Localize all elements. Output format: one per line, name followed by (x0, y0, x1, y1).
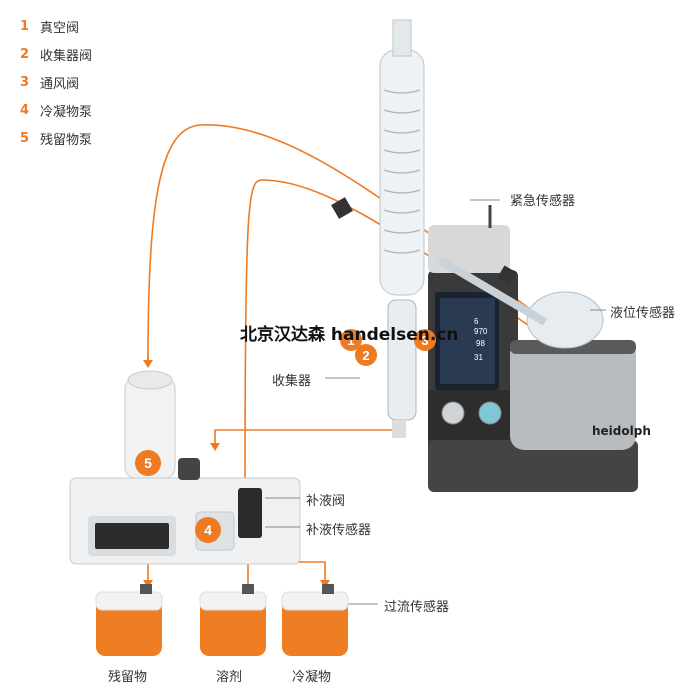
collector-label: 收集器 (272, 374, 312, 389)
solvent-container-top (199, 591, 267, 611)
brand-logo-text: heidolph (592, 424, 651, 438)
legend-number: 4 (20, 102, 30, 118)
solvent-container-cap (242, 584, 254, 594)
containers (95, 584, 349, 656)
collector-outlet (392, 420, 406, 438)
legend-number: 3 (20, 74, 30, 90)
refill-sensor-label: 补液传感器 (306, 523, 372, 538)
legend-item: 3 通风阀 (20, 68, 92, 96)
pump-valve-knob (178, 458, 200, 480)
legend-label: 真空阀 (40, 20, 80, 36)
valve-3-number: 3 (421, 333, 428, 348)
display-value-4: 31 (474, 353, 483, 362)
right-knob-icon (478, 401, 502, 425)
display-readouts: 6 970 98 31 (474, 317, 488, 362)
watermark: 北京汉达森 handelsen.cn (240, 325, 459, 345)
valve-1-number: 1 (347, 333, 354, 348)
legend-item: 5 残留物泵 (20, 124, 92, 152)
pump-display (95, 523, 169, 549)
emergency-sensor-label: 紧急传感器 (510, 194, 576, 209)
tube-clamp-right (497, 265, 517, 285)
residue-container-body (96, 598, 162, 656)
pump-4-number: 4 (204, 522, 212, 538)
collector-glass (387, 299, 417, 421)
level-sensor-label: 液位传感器 (610, 306, 676, 321)
condenser-coil (383, 89, 421, 254)
valve-2-badge (355, 344, 377, 366)
pump-4-badge (195, 517, 221, 543)
residue-label: 残留物 (108, 670, 148, 685)
tube-clamp-left (331, 197, 353, 219)
solvent-container (199, 584, 267, 656)
control-display-screen (440, 298, 495, 384)
legend-item: 4 冷凝物泵 (20, 96, 92, 124)
display-value-1: 6 (474, 317, 479, 326)
vapor-duct (437, 256, 548, 326)
legend-number: 5 (20, 130, 30, 146)
legend-label: 收集器阀 (40, 48, 93, 64)
evaporation-flask (526, 291, 604, 349)
pump-unit (69, 370, 301, 565)
legend-label: 通风阀 (40, 76, 80, 92)
residue-pump-cap (127, 370, 173, 390)
residue-container (95, 584, 163, 656)
valve-3-badge (414, 329, 436, 351)
callout-leaders (265, 199, 606, 605)
solvent-label: 溶剂 (216, 670, 243, 685)
condensate-container-top (281, 591, 349, 611)
pump-5-badge (135, 450, 161, 476)
pump-5-number: 5 (144, 455, 152, 471)
legend-label: 冷凝物泵 (40, 104, 93, 120)
display-value-2: 970 (474, 327, 488, 336)
legend-item: 2 收集器阀 (20, 40, 92, 68)
heating-bath (510, 340, 636, 450)
residue-container-cap (140, 584, 152, 594)
valve-badges (340, 329, 436, 366)
legend-number: 1 (20, 18, 30, 34)
legend: 1 真空阀 2 收集器阀 3 通风阀 4 冷凝物泵 5 残留物泵 (20, 12, 92, 152)
refill-valve (238, 488, 262, 538)
control-knob-panel (428, 390, 518, 440)
condensate-container-body (282, 598, 348, 656)
valve-1-badge (340, 329, 362, 351)
display-value-3: 98 (476, 339, 485, 348)
condensate-label: 冷凝物 (292, 670, 332, 685)
collector-line (214, 429, 400, 445)
residue-container-top (95, 591, 163, 611)
arrow-head-collector (210, 443, 220, 451)
badge-numbers: 1 2 3 4 5 (144, 333, 429, 538)
refill-valve-label: 补液阀 (306, 494, 346, 509)
left-knob-icon (441, 401, 465, 425)
valve-2-number: 2 (362, 348, 369, 363)
legend-label: 残留物泵 (40, 132, 93, 148)
legend-item: 1 真空阀 (20, 12, 92, 40)
rotavap-base (428, 440, 638, 492)
arrow-head-vacuum (143, 360, 153, 368)
overflow-sensor-label: 过流传感器 (384, 600, 450, 615)
condensate-container (281, 584, 349, 656)
legend-number: 2 (20, 46, 30, 62)
solvent-container-body (200, 598, 266, 656)
condensate-container-cap (322, 584, 334, 594)
rotary-drive (428, 225, 510, 273)
condenser-top (392, 19, 412, 57)
rotavap (331, 19, 638, 492)
